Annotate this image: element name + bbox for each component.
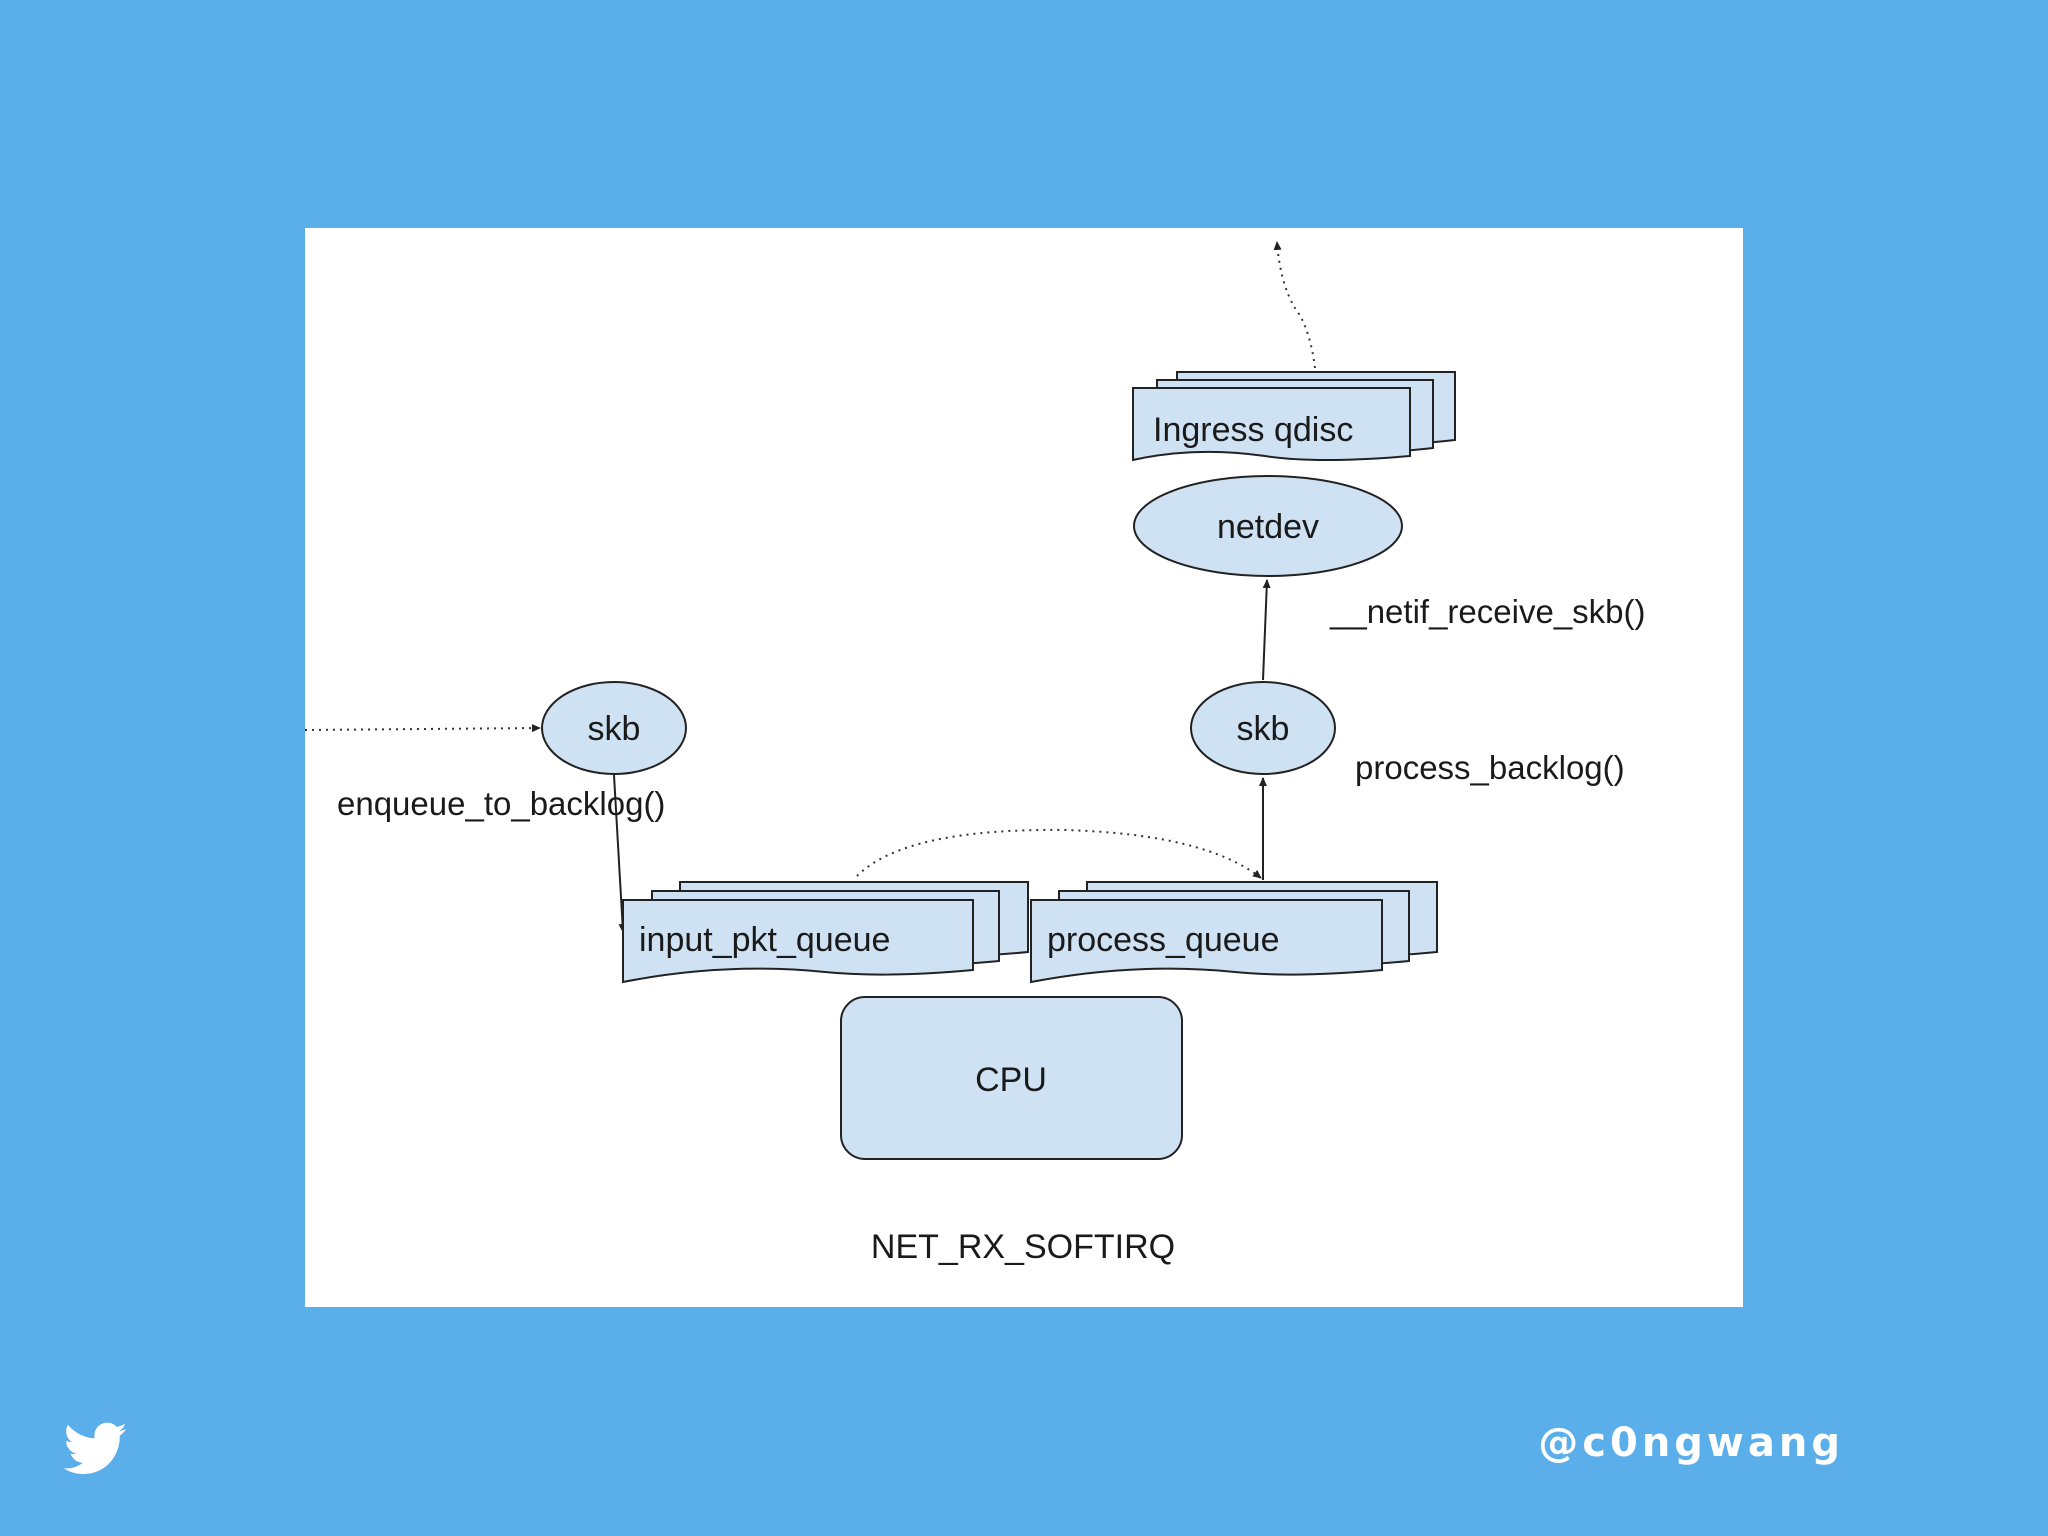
skb-to-netdev-arrow bbox=[1262, 579, 1271, 681]
twitter-bird-icon bbox=[64, 1422, 127, 1475]
net-rx-softirq-caption: NET_RX_SOFTIRQ bbox=[871, 1228, 1175, 1266]
input-pkt-queue-stack: input_pkt_queue bbox=[622, 881, 1029, 984]
skb-left-label: skb bbox=[588, 710, 641, 748]
input-pkt-queue-label: input_pkt_queue bbox=[639, 921, 890, 959]
skb-right-node: skb bbox=[1190, 681, 1336, 775]
incoming-packet-arrow bbox=[305, 724, 541, 733]
twitter-handle: @c0ngwang bbox=[1538, 1420, 1844, 1466]
netdev-node: netdev bbox=[1133, 475, 1403, 577]
netdev-label: netdev bbox=[1217, 508, 1319, 546]
ingress-qdisc-stack: Ingress qdisc bbox=[1132, 371, 1456, 462]
skb-right-label: skb bbox=[1237, 710, 1290, 748]
netif-receive-skb-label: __netif_receive_skb() bbox=[1329, 593, 1646, 630]
process-queue-stack: process_queue bbox=[1030, 881, 1438, 984]
enqueue-to-backlog-label: enqueue_to_backlog() bbox=[337, 785, 665, 822]
skb-left-node: skb bbox=[541, 681, 687, 775]
diagram-panel: Ingress qdisc netdev __netif_receive_skb… bbox=[305, 228, 1743, 1307]
process-queue-label: process_queue bbox=[1047, 921, 1280, 959]
cpu-node: CPU bbox=[840, 996, 1183, 1160]
ingress-qdisc-label: Ingress qdisc bbox=[1153, 411, 1353, 449]
process-backlog-label: process_backlog() bbox=[1355, 749, 1625, 786]
queue-splice-arrow bbox=[856, 828, 1262, 879]
ingress-exit-arrow bbox=[1273, 241, 1316, 369]
cpu-label: CPU bbox=[975, 1061, 1047, 1099]
skb-to-input-queue-arrow bbox=[613, 774, 627, 933]
